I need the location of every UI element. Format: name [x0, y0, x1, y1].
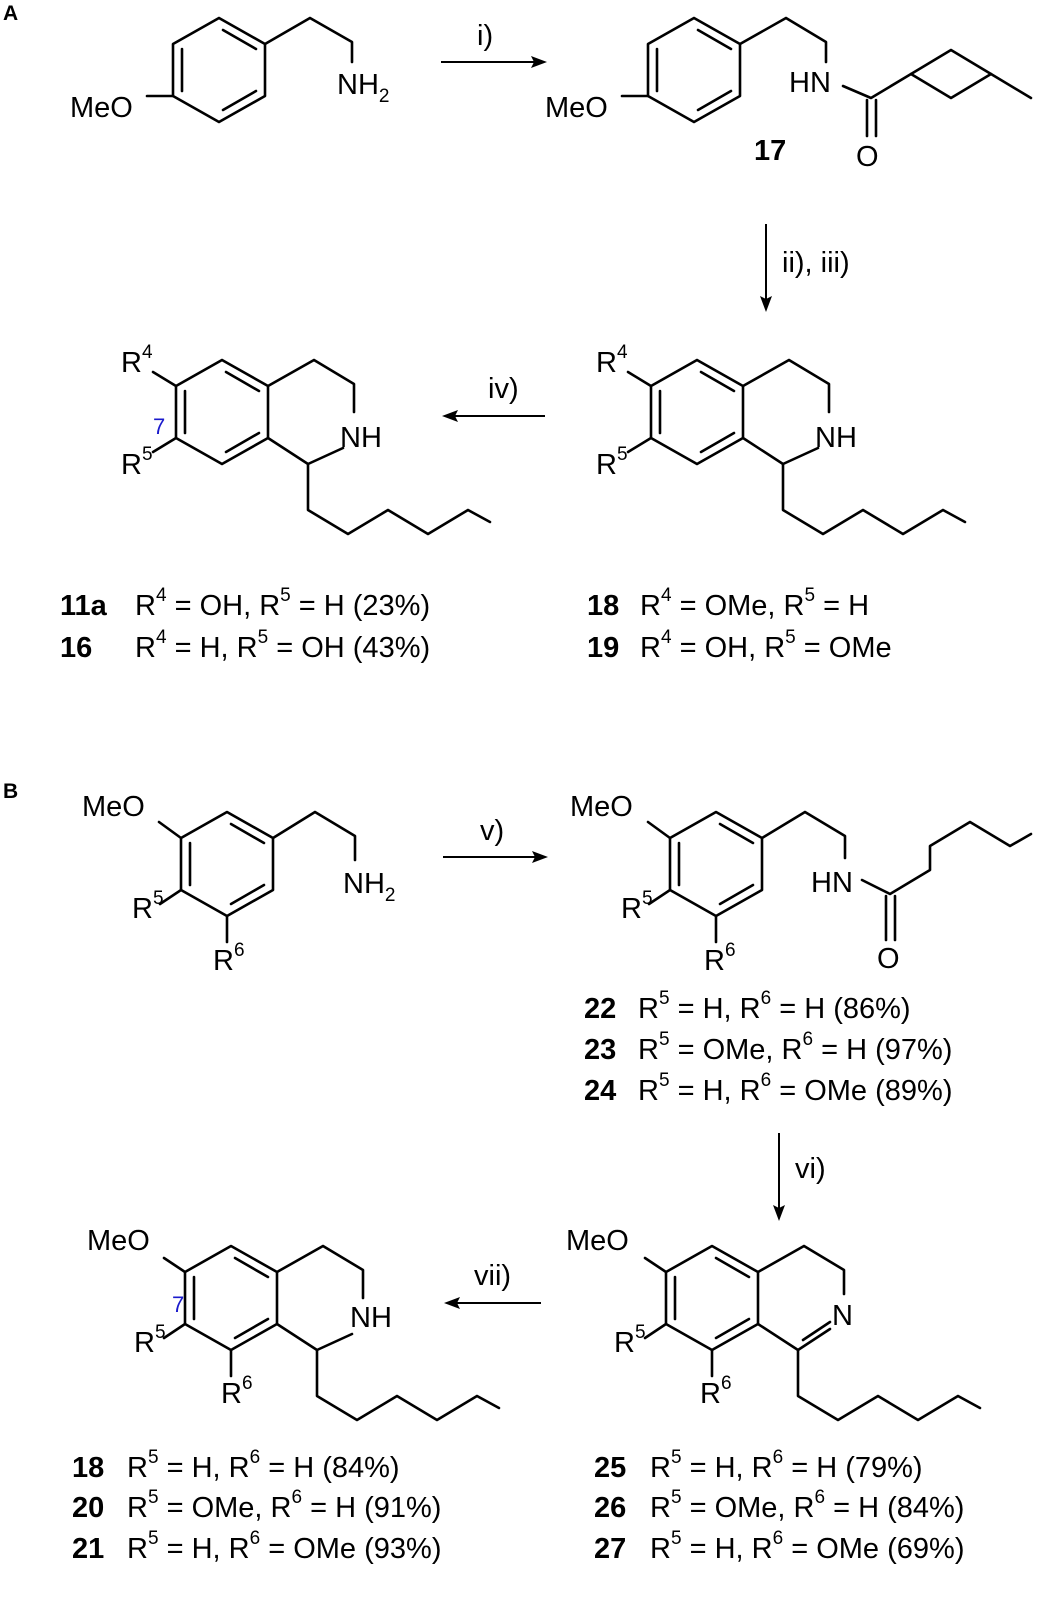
- meo-label: MeO: [566, 1225, 629, 1257]
- compound-number: 22: [584, 993, 616, 1025]
- panel-a-starting-material: MeO NH2: [70, 16, 389, 124]
- carbonyl-o-label: O: [877, 943, 900, 975]
- arrow-step-v: v): [443, 815, 548, 863]
- substituent-line: R5 = H, R6 = H (86%): [638, 988, 911, 1025]
- r6-label: R6: [213, 940, 245, 977]
- r5-label: R5: [132, 888, 164, 925]
- compound-number: 26: [594, 1492, 626, 1524]
- r5-label: R5: [134, 1322, 166, 1359]
- arrow-step-ii-iii: ii), iii): [760, 224, 850, 312]
- compounds-18-19-structure: R4 R5 NH: [596, 342, 967, 536]
- compound-number: 16: [60, 632, 92, 664]
- substituent-line: R4 = OMe, R5 = H: [640, 585, 869, 622]
- hn-label: HN: [789, 67, 831, 99]
- reagent-ii-iii-label: ii), iii): [782, 247, 850, 279]
- compound-number: 11a: [60, 590, 108, 622]
- compound-number: 18: [587, 590, 619, 622]
- reagent-vi-label: vi): [795, 1153, 826, 1185]
- meo-label: MeO: [82, 791, 145, 823]
- meo-label: MeO: [87, 1225, 150, 1257]
- compound-number: 23: [584, 1034, 616, 1066]
- substituent-line: R4 = OH, R5 = OMe: [640, 627, 892, 664]
- compound-17-structure: MeO HN O 17: [545, 16, 1033, 173]
- compound-number: 19: [587, 632, 619, 664]
- compound-number: 21: [72, 1533, 104, 1565]
- arrow-step-vii: vii): [444, 1260, 541, 1309]
- substituent-line: R4 = H, R5 = OH (43%): [135, 627, 430, 664]
- position-7-label: 7: [172, 1292, 184, 1317]
- substituent-line: R5 = OMe, R6 = H (97%): [638, 1029, 952, 1066]
- r5-label: R5: [621, 888, 653, 925]
- results-11a-16: 11a R4 = OH, R5 = H (23%) 16 R4 = H, R5 …: [60, 585, 430, 664]
- substituent-line: R5 = H, R6 = OMe (89%): [638, 1070, 952, 1107]
- compound-number: 24: [584, 1075, 616, 1107]
- results-18-20-21: 18 R5 = H, R6 = H (84%) 20 R5 = OMe, R6 …: [72, 1447, 441, 1565]
- r4-label: R4: [121, 342, 153, 379]
- compounds-11a-16-structure: R4 R5 7 NH: [121, 342, 492, 536]
- r5-label: R5: [121, 444, 153, 481]
- substituent-line: R5 = OMe, R6 = H (91%): [127, 1487, 441, 1524]
- nh-label: NH: [815, 422, 857, 454]
- meo-label: MeO: [545, 92, 608, 124]
- reagent-v-label: v): [480, 815, 504, 847]
- substituent-line: R5 = H, R6 = H (84%): [127, 1447, 400, 1484]
- compounds-25-27-structure: MeO N R5 R6: [566, 1225, 982, 1422]
- panel-b-starting-material: MeO NH2 R5 R6: [82, 791, 395, 977]
- compound-number: 25: [594, 1452, 626, 1484]
- r4-label: R4: [596, 342, 628, 379]
- substituent-line: R5 = OMe, R6 = H (84%): [650, 1487, 964, 1524]
- compounds-22-24-structure: MeO HN O R5 R6: [570, 791, 1033, 977]
- compound-number: 20: [72, 1492, 104, 1524]
- position-7-label: 7: [153, 414, 165, 439]
- arrow-step-iv: iv): [442, 373, 545, 422]
- compound-number: 18: [72, 1452, 104, 1484]
- compounds-18-20-21-structure: MeO NH 7 R5 R6: [87, 1225, 501, 1422]
- results-22-24: 22 R5 = H, R6 = H (86%) 23 R5 = OMe, R6 …: [584, 988, 952, 1107]
- r6-label: R6: [700, 1373, 732, 1410]
- results-25-27: 25 R5 = H, R6 = H (79%) 26 R5 = OMe, R6 …: [594, 1447, 964, 1565]
- meo-label: MeO: [70, 92, 133, 124]
- reagent-vii-label: vii): [474, 1260, 511, 1292]
- nh-label: NH: [350, 1302, 392, 1334]
- r5-label: R5: [614, 1322, 646, 1359]
- substituent-line: R5 = H, R6 = OMe (93%): [127, 1528, 441, 1565]
- panel-b-label: B: [3, 780, 18, 803]
- compound-number-17: 17: [754, 135, 786, 167]
- carbonyl-o-label: O: [856, 141, 879, 173]
- reagent-i-label: i): [477, 20, 493, 52]
- amine-label: NH2: [337, 69, 389, 107]
- imine-n-label: N: [832, 1300, 853, 1332]
- meo-label: MeO: [570, 791, 633, 823]
- results-18-19: 18 R4 = OMe, R5 = H 19 R4 = OH, R5 = OMe: [587, 585, 892, 664]
- r5-label: R5: [596, 444, 628, 481]
- r6-label: R6: [704, 940, 736, 977]
- substituent-line: R4 = OH, R5 = H (23%): [135, 585, 430, 622]
- reagent-iv-label: iv): [488, 373, 519, 405]
- hn-label: HN: [811, 867, 853, 899]
- compound-number: 27: [594, 1533, 626, 1565]
- substituent-line: R5 = H, R6 = OMe (69%): [650, 1528, 964, 1565]
- substituent-line: R5 = H, R6 = H (79%): [650, 1447, 923, 1484]
- arrow-step-vi: vi): [773, 1133, 826, 1221]
- panel-a-label: A: [3, 2, 18, 25]
- r6-label: R6: [221, 1373, 253, 1410]
- arrow-step-i: i): [441, 20, 547, 68]
- amine-label: NH2: [343, 868, 395, 906]
- nh-label: NH: [340, 422, 382, 454]
